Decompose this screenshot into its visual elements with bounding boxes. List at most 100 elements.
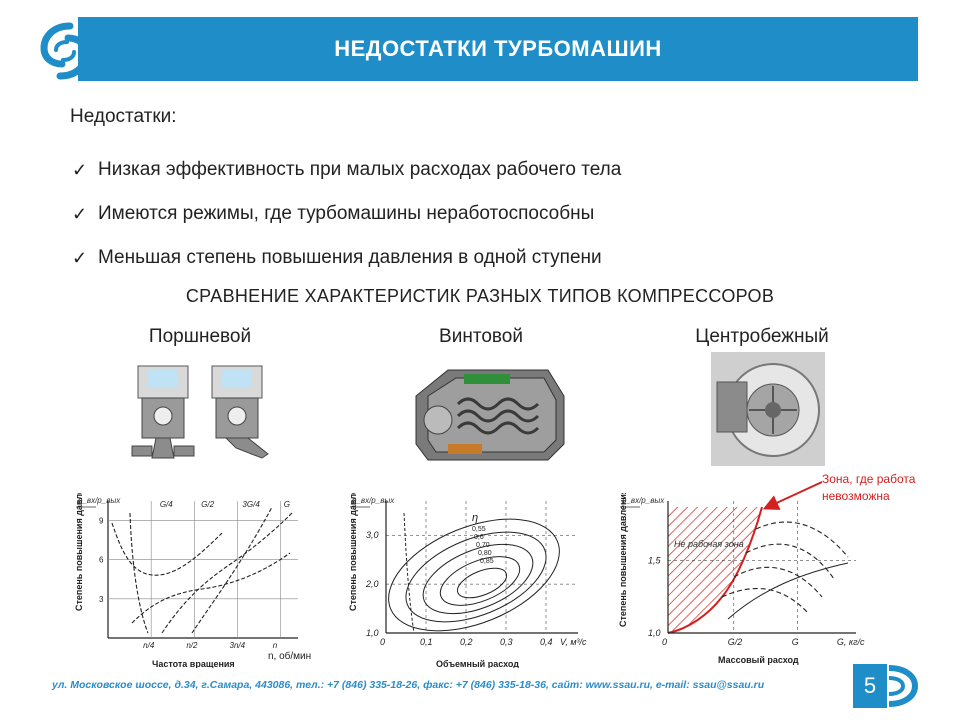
section-heading: Недостатки: — [70, 106, 177, 127]
x-tick-label: 0,3 — [500, 637, 513, 647]
speed-line — [721, 588, 809, 614]
y-tick-label: 1,0 — [366, 628, 379, 638]
footer-contacts: ул. Московское шоссе, д.34, г.Самара, 44… — [52, 679, 765, 691]
y-tick-label: 1,0 — [648, 628, 661, 638]
y-tick-label: 9 — [99, 517, 104, 526]
efficiency-value: 0,85 — [480, 558, 494, 565]
centrifugal-yticks: 1,0 1,5 — [648, 555, 662, 638]
centrifugal-axes — [667, 501, 856, 634]
list-item-text: Меньшая степень повышения давления в одн… — [98, 247, 602, 268]
annotation-line-2: невозможна — [822, 489, 890, 503]
efficiency-contour — [422, 543, 534, 615]
screw-xticks: 0 0,1 0,2 0,3 0,4 V, м³/с — [380, 637, 587, 647]
screw-grid — [386, 501, 578, 633]
top-label: 3G/4 — [242, 500, 260, 509]
screw-ylabel: Степень повышения давления — [348, 493, 358, 611]
top-label: G/4 — [160, 500, 173, 509]
centrifugal-xlabel: Массовый расход — [718, 655, 799, 665]
page-title: НЕДОСТАТКИ ТУРБОМАШИН — [334, 36, 662, 61]
type-label-screw: Винтовой — [439, 326, 523, 347]
screw-efficiency-symbol: η — [472, 512, 478, 524]
piston-curves — [111, 506, 293, 634]
annotation-text: Зона, где работа невозможна — [822, 471, 915, 505]
list-item-text: Имеются режимы, где турбомашины неработо… — [98, 203, 595, 224]
characteristic-curve — [131, 552, 291, 624]
screw-pressure-ratio-label: p_вх/p_вых — [351, 496, 395, 505]
characteristic-curve — [161, 512, 293, 634]
screw-efficiency-labels: 0,550,60,700,800,85 — [472, 526, 494, 565]
page-number: 5 — [853, 664, 887, 708]
y-tick-label: 3 — [99, 595, 104, 604]
x-tick-label: 3n/4 — [230, 641, 246, 650]
centrifugal-ylabel: Степень повышения давления — [618, 493, 628, 627]
piston-xlabel: Частота вращения — [152, 659, 235, 668]
piston-yticks: 3 6 9 — [99, 517, 104, 604]
annotation-arrow — [762, 481, 823, 510]
type-label-centrifugal: Центробежный — [695, 326, 829, 347]
piston-xunit: n, об/мин — [268, 650, 311, 662]
x-tick-label: 0,4 — [540, 637, 553, 647]
centrifugal-compressor-image — [711, 352, 825, 466]
centrifugal-no-work-zone — [668, 507, 762, 633]
piston-ylabel: Степень повышения давления — [74, 493, 84, 611]
characteristic-curve — [129, 512, 149, 634]
speed-line — [755, 521, 849, 558]
x-unit-label: V, м³/с — [560, 637, 587, 647]
efficiency-contour — [405, 531, 547, 623]
centrifugal-curves — [721, 521, 849, 620]
efficiency-value: 0,70 — [476, 542, 490, 549]
screw-xlabel: Объемный расход — [436, 659, 519, 668]
centrifugal-grid — [668, 501, 856, 633]
annotation-line-1: Зона, где работа — [822, 472, 916, 486]
y-tick-label: 2,0 — [365, 579, 379, 589]
checkmark-icon: ✓ — [72, 203, 88, 224]
efficiency-contour — [456, 567, 508, 599]
x-tick-label: n/2 — [186, 641, 198, 650]
centrifugal-xticks: 0 G/2 G G, кг/с — [662, 637, 865, 647]
disadvantages-list: ✓ Низкая эффективность при малых расходах… — [72, 148, 621, 280]
list-item: ✓ Меньшая степень повышения давления в од… — [72, 236, 621, 280]
x-tick-label: G/2 — [728, 637, 743, 647]
efficiency-line — [727, 562, 849, 620]
screw-curves — [388, 512, 560, 634]
efficiency-value: 0,55 — [472, 526, 486, 533]
piston-top-labels: G/4 G/2 3G/4 G — [160, 500, 290, 509]
title-bar: НЕДОСТАТКИ ТУРБОМАШИН — [78, 17, 918, 81]
x-tick-label: 0,2 — [460, 637, 473, 647]
screw-compressor-image — [415, 369, 565, 461]
screw-yticks: 1,0 2,0 3,0 — [365, 530, 379, 638]
type-label-piston: Поршневой — [148, 326, 252, 347]
x-tick-label: 0,1 — [420, 637, 433, 647]
list-item: ✓ Низкая эффективность при малых расходах… — [72, 148, 621, 192]
checkmark-icon: ✓ — [72, 159, 88, 180]
x-tick-label: G, кг/с — [837, 637, 865, 647]
piston-axes — [107, 501, 298, 639]
centrifugal-chart: p_вх/p_вых Степень повышения давления 1,… — [618, 493, 865, 665]
centrifugal-zone-label: Не рабочая зона — [674, 539, 744, 549]
comparison-title: СРАВНЕНИЕ ХАРАКТЕРИСТИК РАЗНЫХ ТИПОВ КОМ… — [185, 286, 775, 306]
x-tick-label: 0 — [662, 637, 667, 647]
efficiency-contour — [388, 518, 560, 632]
efficiency-contour — [439, 556, 521, 606]
y-tick-label: 6 — [99, 556, 104, 565]
speed-line — [733, 566, 823, 598]
speed-line — [745, 543, 835, 580]
y-tick-label: 3,0 — [366, 530, 379, 540]
list-item: ✓ Имеются режимы, где турбомашины неработ… — [72, 192, 621, 236]
screw-chart: p_вх/p_вых Степень повышения давления 1,… — [348, 493, 587, 668]
efficiency-value: 0,6 — [474, 534, 484, 541]
footer-logo — [888, 665, 919, 707]
piston-compressor-image — [131, 365, 269, 459]
top-label: G — [284, 500, 290, 509]
x-tick-label: n/4 — [143, 641, 155, 650]
x-tick-label: 0 — [380, 637, 385, 647]
y-tick-label: 1,5 — [648, 555, 662, 565]
piston-pressure-ratio-label: p_вх/p_вых — [77, 496, 121, 505]
x-tick-label: G — [792, 637, 799, 647]
efficiency-value: 0,80 — [478, 550, 492, 557]
characteristic-curve — [191, 506, 273, 634]
checkmark-icon: ✓ — [72, 247, 88, 268]
top-label: G/2 — [201, 500, 214, 509]
list-item-text: Низкая эффективность при малых расходах … — [98, 159, 622, 180]
